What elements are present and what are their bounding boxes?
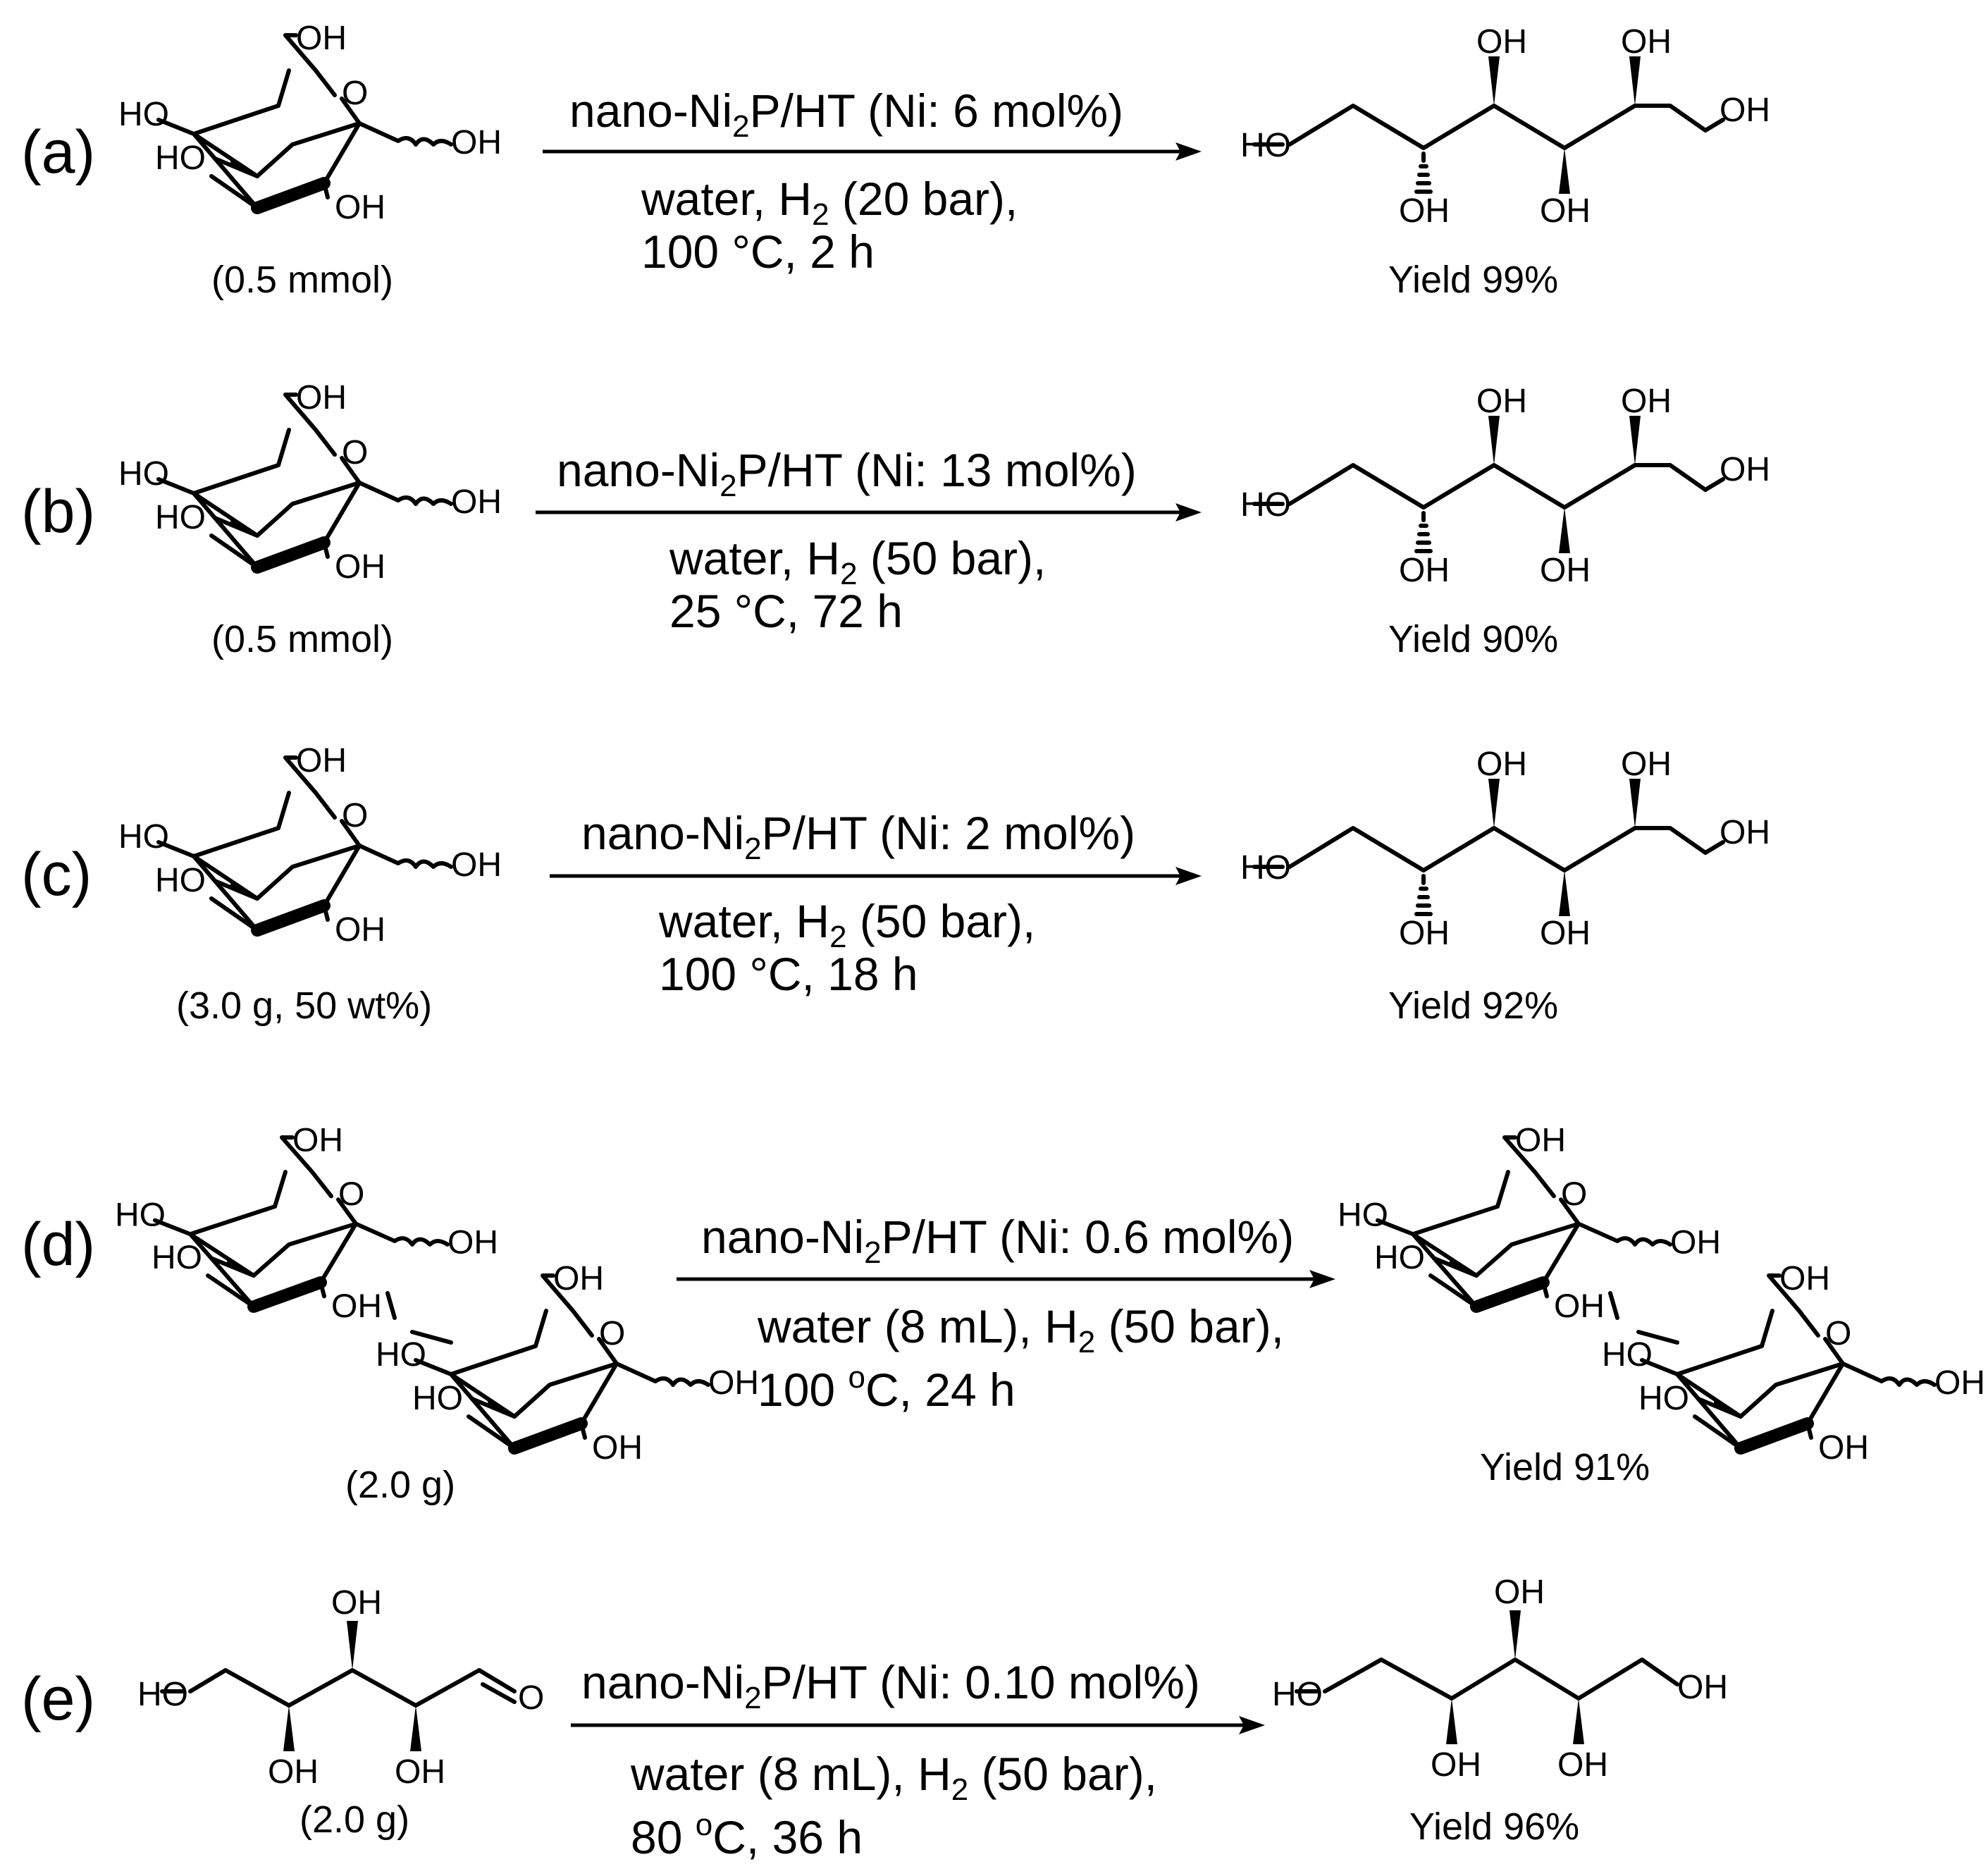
oh-label: OH (1557, 1746, 1608, 1784)
sorbitol-structure (1240, 383, 1770, 589)
gas-text: water, H2 (50 bar), (658, 895, 1035, 954)
glucose-structure (118, 379, 502, 586)
gas-text: water, H2 (50 bar), (669, 532, 1046, 591)
catalyst-text: nano-Ni2P/HT (Ni: 2 mol%) (581, 807, 1135, 866)
oh-label: OH (331, 1584, 382, 1622)
conditions-text: 80 oC, 36 h (631, 1808, 863, 1863)
sorbitol-structure (1240, 746, 1770, 952)
oh-label: OH (395, 1753, 445, 1791)
reaction-label: (c) (21, 841, 92, 908)
glucose-structure (118, 742, 502, 949)
xylose-structure: HO OH O OH OH (137, 1584, 544, 1791)
reaction-label: (e) (21, 1665, 95, 1733)
glucose-structure (118, 20, 502, 226)
reaction-label: (a) (21, 118, 95, 186)
catalyst-text: nano-Ni2P/HT (Ni: 0.10 mol%) (581, 1656, 1200, 1715)
yield-text: Yield 92% (1388, 985, 1558, 1027)
conditions-text: 100 °C, 18 h (659, 948, 918, 1000)
yield-text: Yield 91% (1480, 1446, 1650, 1488)
gas-text: water (8 mL), H2 (50 bar), (757, 1300, 1284, 1359)
gas-text: water, H2 (20 bar), (641, 173, 1018, 232)
catalyst-text: nano-Ni2P/HT (Ni: 13 mol%) (557, 444, 1137, 503)
substrate-amount: (3.0 g, 50 wt%) (176, 985, 432, 1027)
maltitol-structure (1338, 1122, 1985, 1467)
reaction-d: (d) (2.0 g) nano-Ni2P/HT (Ni: 0.6 mol%) … (21, 1122, 1985, 1506)
conditions-text: 100 oC, 24 h (758, 1360, 1015, 1416)
substrate-amount: (2.0 g) (345, 1464, 455, 1506)
yield-text: Yield 99% (1388, 259, 1558, 301)
oh-label: OH (1494, 1574, 1545, 1611)
catalyst-text: nano-Ni2P/HT (Ni: 6 mol%) (569, 85, 1123, 144)
catalyst-text: nano-Ni2P/HT (Ni: 0.6 mol%) (701, 1211, 1294, 1270)
substrate-amount: (0.5 mmol) (211, 618, 393, 660)
substrate-amount: (0.5 mmol) (211, 259, 393, 301)
substrate-amount: (2.0 g) (300, 1798, 409, 1841)
xylitol-structure: HO OH OH OH OH (1272, 1574, 1728, 1784)
yield-text: Yield 90% (1388, 618, 1558, 660)
oh-label: OH (1677, 1669, 1728, 1706)
conditions-text: 25 °C, 72 h (669, 585, 903, 637)
gas-text: water (8 mL), H2 (50 bar), (630, 1748, 1157, 1807)
maltose-structure (115, 1122, 759, 1467)
reaction-c: (c) (3.0 g, 50 wt%) nano-Ni2P/HT (Ni: 2 … (21, 742, 1770, 1027)
reaction-b: (b) (0.5 mmol) nano-Ni2P/HT (Ni: 13 mol%… (21, 379, 1770, 660)
yield-text: Yield 96% (1409, 1806, 1579, 1848)
conditions-text: 100 °C, 2 h (641, 226, 875, 278)
aldehyde-oxygen-label: O (518, 1679, 544, 1717)
reaction-label: (b) (21, 478, 95, 545)
ho-label: HO (1272, 1676, 1323, 1713)
reaction-label: (d) (21, 1211, 95, 1278)
ho-label: HO (137, 1676, 188, 1713)
oh-label: OH (1431, 1746, 1481, 1784)
reaction-e: (e) HO OH O OH OH (2.0 g) nano-Ni2P/HT (… (21, 1574, 1728, 1863)
reaction-a: (a) (0.5 mmol) nano-Ni2P/HT (Ni: 6 mol%)… (21, 20, 1770, 301)
sorbitol-structure (1240, 23, 1770, 230)
oh-label: OH (268, 1753, 319, 1791)
